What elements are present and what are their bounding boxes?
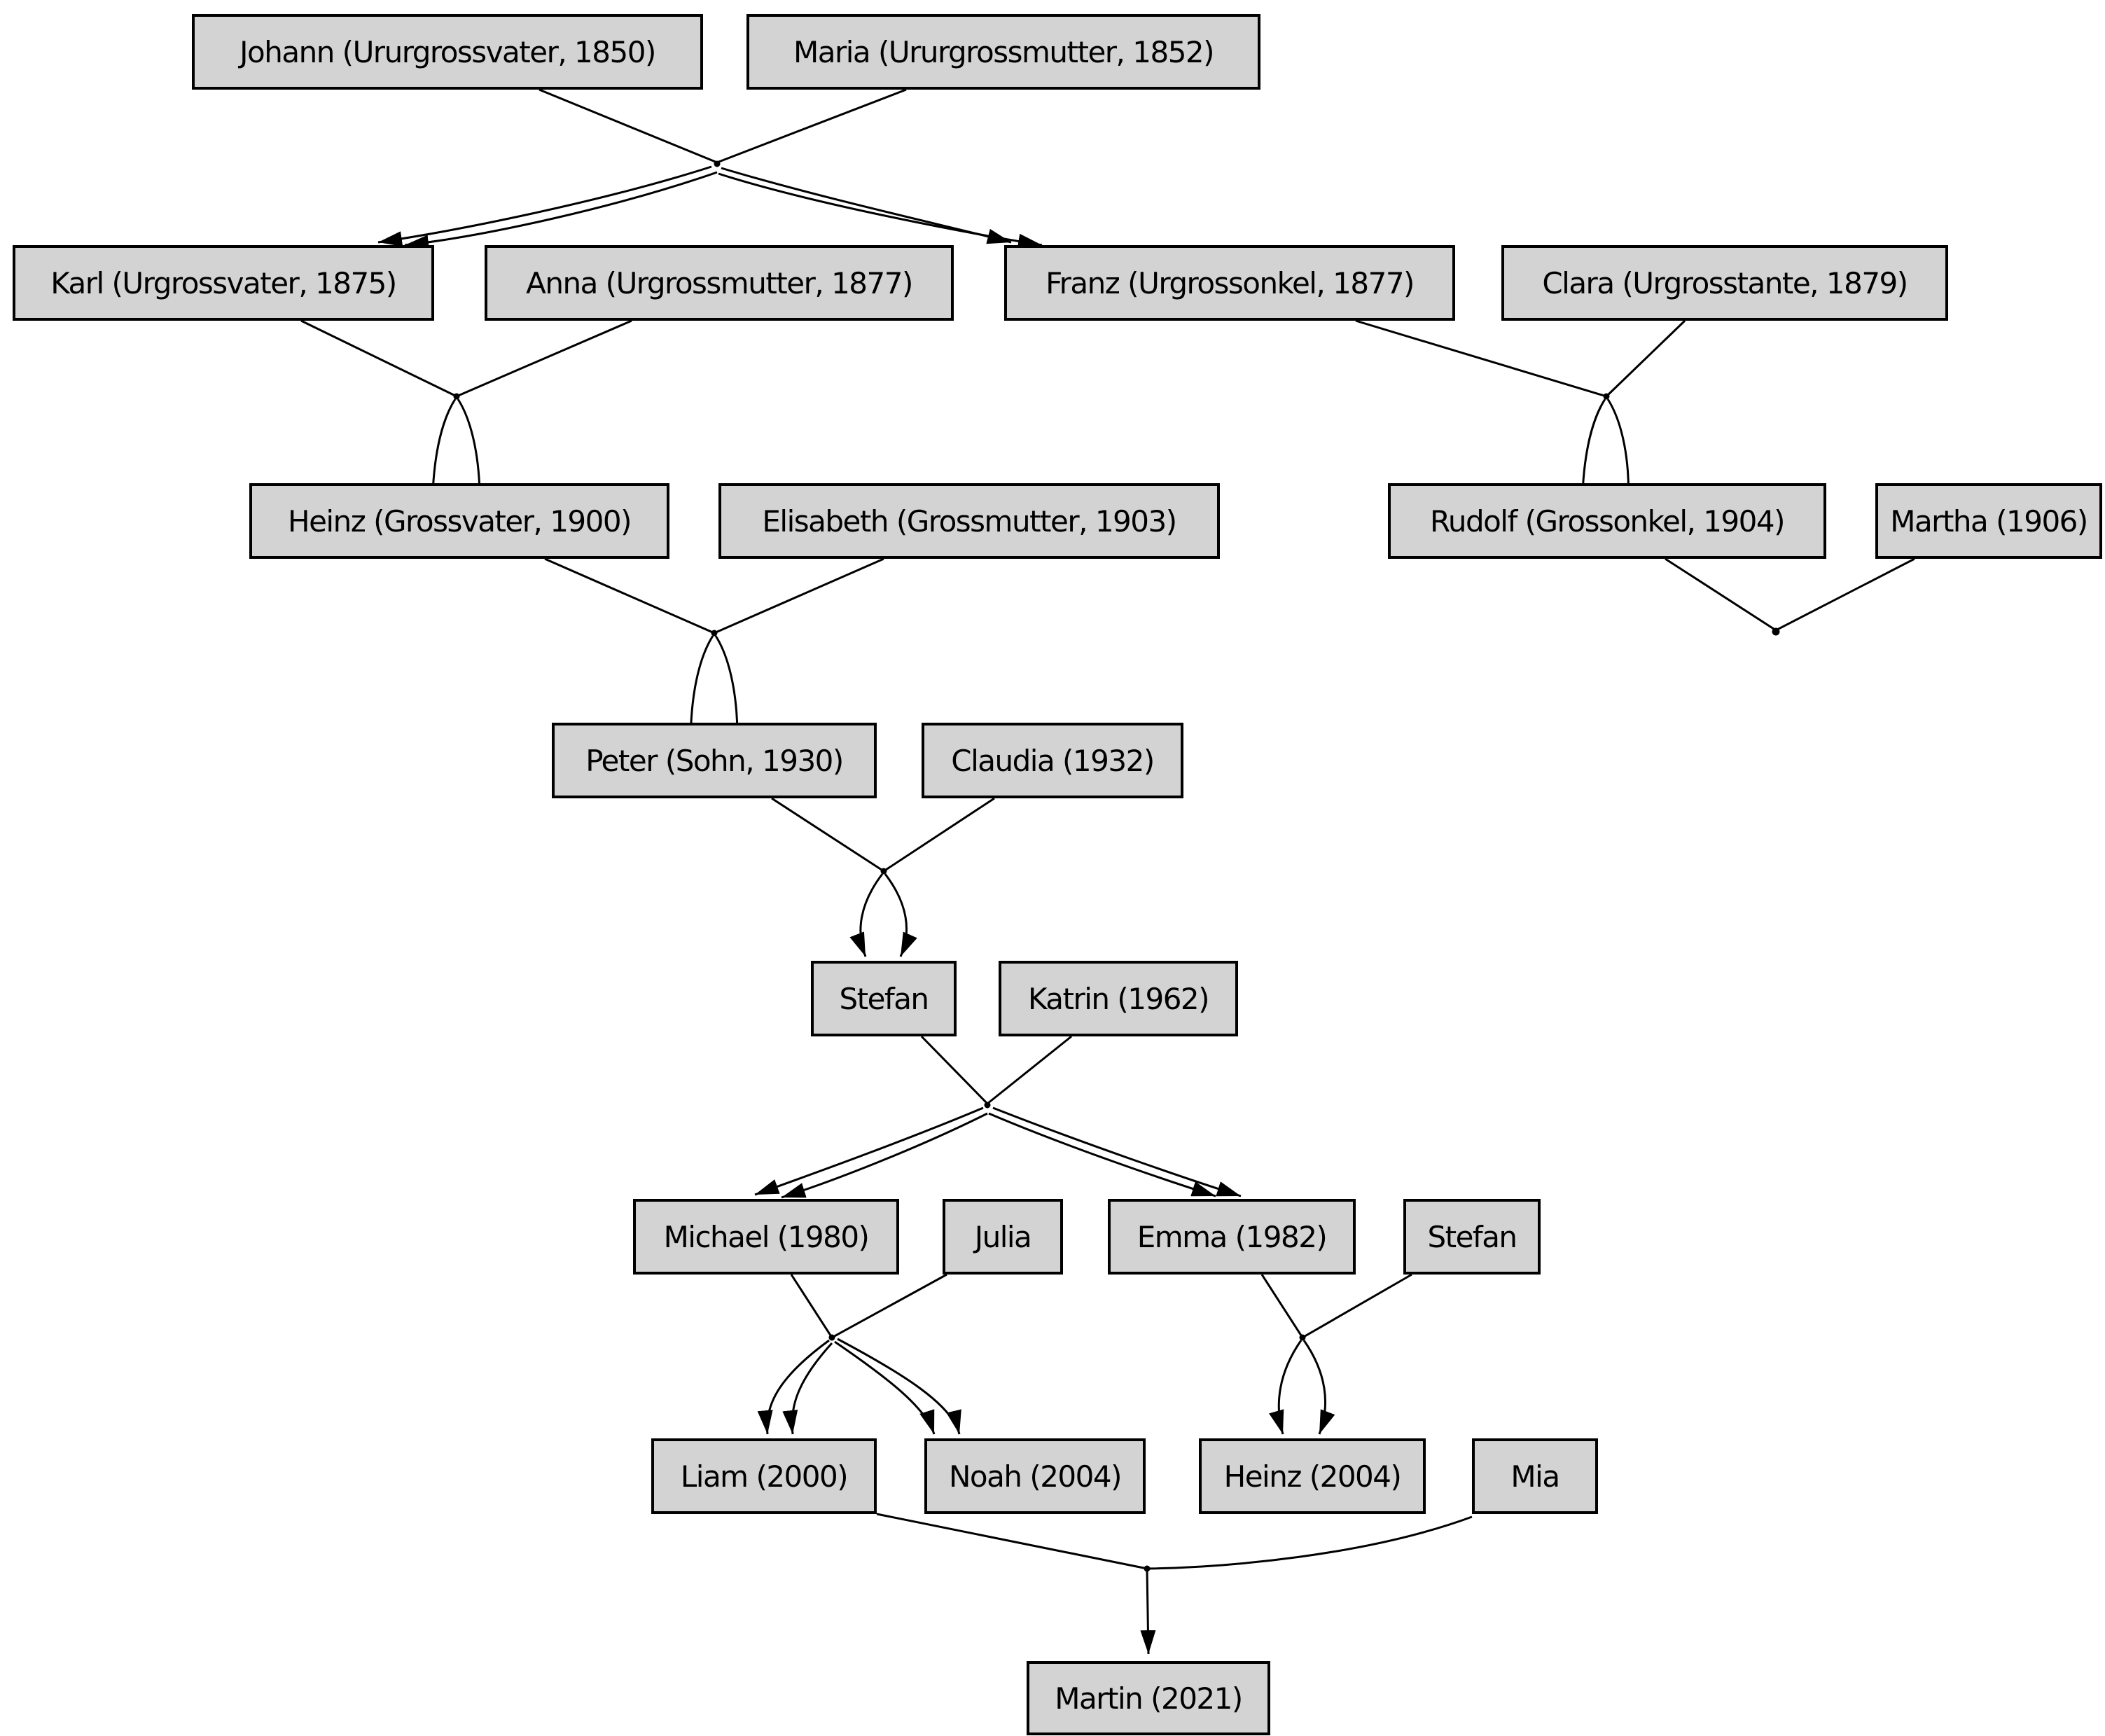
person-node-stefan-2: Stefan: [1403, 1199, 1541, 1275]
person-node-anna: Anna (Urgrossmutter, 1877): [485, 245, 954, 321]
person-node-clara: Clara (Urgrosstante, 1879): [1501, 245, 1948, 321]
person-node-franz: Franz (Urgrossonkel, 1877): [1004, 245, 1455, 321]
person-node-martha: Martha (1906): [1875, 483, 2102, 559]
person-node-emma: Emma (1982): [1108, 1199, 1356, 1275]
person-node-michael: Michael (1980): [633, 1199, 899, 1275]
parent-junction-edges: [300, 88, 1915, 1570]
person-node-heinz: Heinz (Grossvater, 1900): [249, 483, 669, 559]
person-node-maria: Maria (Ururgrossmutter, 1852): [746, 14, 1260, 90]
person-node-julia: Julia: [943, 1199, 1063, 1275]
person-node-mia: Mia: [1472, 1438, 1598, 1514]
junction-child-edges: [377, 165, 1634, 1655]
person-node-liam: Liam (2000): [651, 1438, 877, 1514]
person-node-johann: Johann (Ururgrossvater, 1850): [192, 14, 703, 90]
person-node-peter: Peter (Sohn, 1930): [552, 723, 877, 798]
person-node-karl: Karl (Urgrossvater, 1875): [13, 245, 434, 321]
person-node-rudolf: Rudolf (Grossonkel, 1904): [1388, 483, 1826, 559]
person-node-noah: Noah (2004): [924, 1438, 1146, 1514]
person-node-elisabeth: Elisabeth (Grossmutter, 1903): [718, 483, 1220, 559]
person-node-heinz-2: Heinz (2004): [1199, 1438, 1426, 1514]
person-node-katrin: Katrin (1962): [999, 961, 1238, 1036]
marriage-junction-dots: [453, 160, 1780, 1572]
person-node-martin: Martin (2021): [1027, 1661, 1270, 1735]
person-node-claudia: Claudia (1932): [922, 723, 1183, 798]
person-node-stefan: Stefan: [811, 961, 957, 1036]
